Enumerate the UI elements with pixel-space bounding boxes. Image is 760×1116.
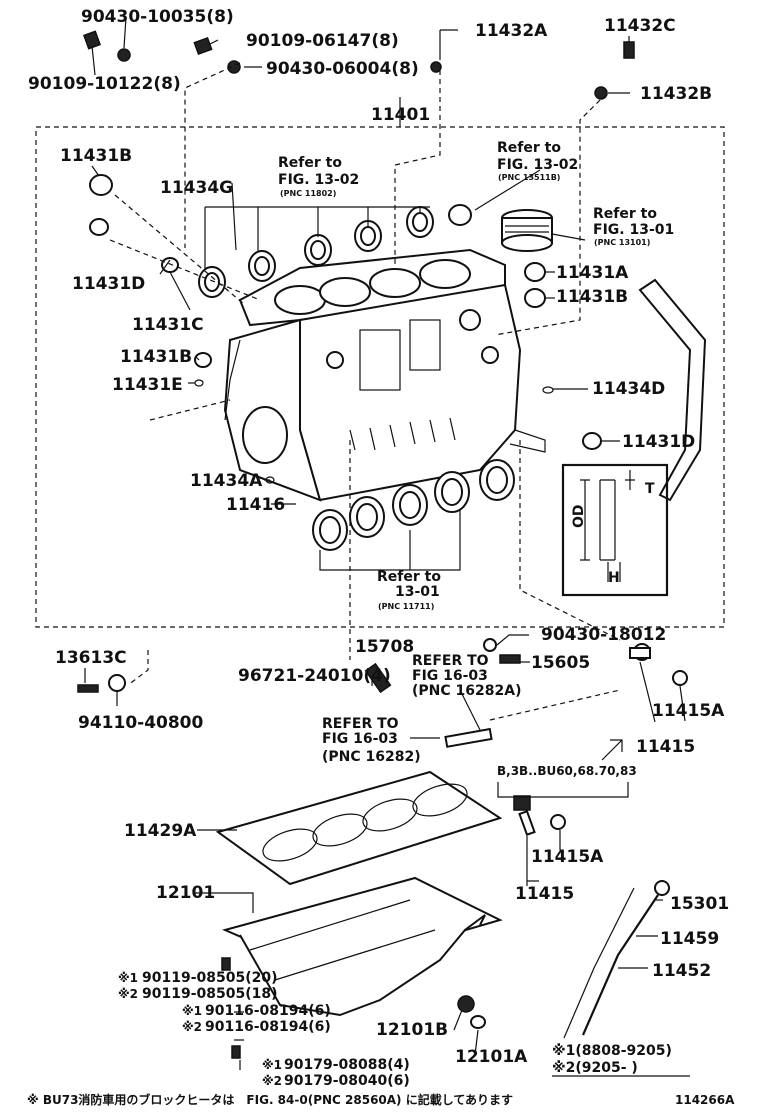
label-11459: 11459 [660, 929, 719, 949]
label-11431e: 11431E [112, 375, 183, 395]
model-note: B,3B..BU60,68.70,83 [497, 764, 637, 778]
ref-piston-3: (PNC 13101) [594, 238, 650, 247]
bolt-6: 90179-08040(6) [284, 1073, 410, 1089]
main-bearings [312, 459, 515, 551]
label-11431d-right: 11431D [622, 432, 695, 452]
ref-pipe-b-2: FIG 16-03 [322, 731, 398, 747]
ref-camshaft-3: (PNC 11802) [280, 189, 336, 198]
ref-bearing-2: 13-01 [395, 584, 440, 600]
label-11431a: 11431A [556, 263, 629, 283]
ref-bearing-3: (PNC 11711) [378, 602, 434, 611]
bolt-mark-5: ※1 [262, 1058, 282, 1072]
legend-1: ※1(8808-9205) [552, 1043, 672, 1059]
label-11431b-top: 11431B [60, 146, 132, 166]
drain-gasket [470, 1015, 486, 1029]
label-11432b: 11432B [640, 84, 712, 104]
bolt-5: 90179-08088(4) [284, 1057, 410, 1073]
label-11415a-lower: 11415A [531, 847, 604, 867]
oil-pan-gasket [215, 770, 503, 886]
label-11415-upper: 11415 [636, 737, 695, 757]
leader-lines [84, 16, 686, 1070]
oil-dipstick [563, 880, 670, 1039]
label-15605: 15605 [531, 653, 590, 673]
bolt-4: 90116-08194(6) [205, 1019, 331, 1035]
label-top-washer: 90430-10035(8) [81, 7, 234, 27]
label-15301: 15301 [670, 894, 729, 914]
label-96721: 96721-24010(4) [238, 666, 391, 686]
bolt-list: ※1 90119-08505(20) ※2 90119-08505(18) ※1… [118, 970, 410, 1089]
label-11432a: 11432A [475, 21, 548, 41]
ref-piston-1: Refer to [593, 206, 657, 222]
ref-plug-3: (PNC 13511B) [498, 173, 560, 182]
bolt-1: 90119-08505(20) [142, 970, 278, 986]
label-11416: 11416 [226, 495, 285, 515]
label-11431c: 11431C [132, 315, 204, 335]
ref-pipe-a-1: REFER TO [412, 653, 489, 669]
label-11431d-left: 11431D [72, 274, 145, 294]
ref-camshaft-1: Refer to [278, 155, 342, 171]
cylinder-block-drawing [223, 248, 546, 502]
ref-plug-1: Refer to [497, 140, 561, 156]
drain-plug [457, 995, 475, 1013]
label-12101b: 12101B [376, 1020, 448, 1040]
oil-pan [221, 876, 503, 1017]
direction-arrow [601, 739, 623, 761]
bolt-mark-4: ※2 [182, 1020, 202, 1034]
ref-pipe-a-2: FIG 16-03 [412, 668, 488, 684]
label-top-bolt-small: 90109-06147(8) [246, 31, 399, 51]
label-top-bolt-large: 90109-10122(8) [28, 74, 181, 94]
ref-pipe-a-3: (PNC 16282A) [412, 683, 521, 699]
label-11452: 11452 [652, 961, 711, 981]
bolt-3: 90116-08194(6) [205, 1003, 331, 1019]
inset-od: OD [571, 504, 587, 528]
block-number: 11401 [371, 105, 430, 125]
ref-pipe-b-3: (PNC 16282) [322, 749, 421, 765]
part-labels: 90430-10035(8) 90109-06147(8) 90109-1012… [28, 7, 729, 1067]
camshaft-bearings [198, 206, 434, 298]
block-group-boundary [35, 126, 725, 628]
inset-h: H [608, 570, 620, 586]
ref-piston-2: FIG. 13-01 [593, 222, 674, 238]
expansion-plugs [89, 174, 602, 484]
model-specific-parts [513, 795, 566, 836]
label-15708: 15708 [355, 637, 414, 657]
footer-note: ※ BU73消防車用のブロックヒータは FIG. 84-0(PNC 28560A… [27, 1092, 513, 1107]
dashed-leaders [109, 62, 621, 721]
label-13613c: 13613C [55, 648, 127, 668]
bolt-2: 90119-08505(18) [142, 986, 278, 1002]
ref-camshaft-2: FIG. 13-02 [278, 172, 359, 188]
reference-notes: Refer to FIG. 13-02 (PNC 11802) Refer to… [278, 140, 674, 765]
label-11432c: 11432C [604, 16, 676, 36]
legend-2: ※2(9205- ) [552, 1060, 638, 1076]
label-11434a: 11434A [190, 471, 263, 491]
bearing-dimension-inset [561, 463, 669, 597]
label-11415a-upper: 11415A [652, 701, 725, 721]
label-top-washer-small: 90430-06004(8) [266, 59, 419, 79]
piston [501, 209, 553, 252]
label-12101: 12101 [156, 883, 215, 903]
label-11434g: 11434G [160, 178, 233, 198]
label-11429a: 11429A [124, 821, 197, 841]
ref-pipe-b-1: REFER TO [322, 716, 399, 732]
label-11415-lower: 11415 [515, 884, 574, 904]
ref-bearing-1: Refer to [377, 569, 441, 585]
label-90430-18012: 90430-18012 [541, 625, 666, 645]
inset-t: T [645, 481, 655, 497]
label-94110: 94110-40800 [78, 713, 204, 733]
bolt-mark-2: ※2 [118, 987, 138, 1001]
label-12101a: 12101A [455, 1047, 528, 1067]
bolt-mark-3: ※1 [182, 1004, 202, 1018]
figure-id: 114266A [675, 1093, 735, 1107]
label-11431b-right: 11431B [556, 287, 628, 307]
label-11434d: 11434D [592, 379, 665, 399]
dipstick-guide [638, 278, 707, 502]
bolt-mark-1: ※1 [118, 971, 138, 985]
bolt-mark-6: ※2 [262, 1074, 282, 1088]
ref-plug-2: FIG. 13-02 [497, 157, 578, 173]
top-fasteners [83, 30, 635, 100]
label-11431b-mid: 11431B [120, 347, 192, 367]
